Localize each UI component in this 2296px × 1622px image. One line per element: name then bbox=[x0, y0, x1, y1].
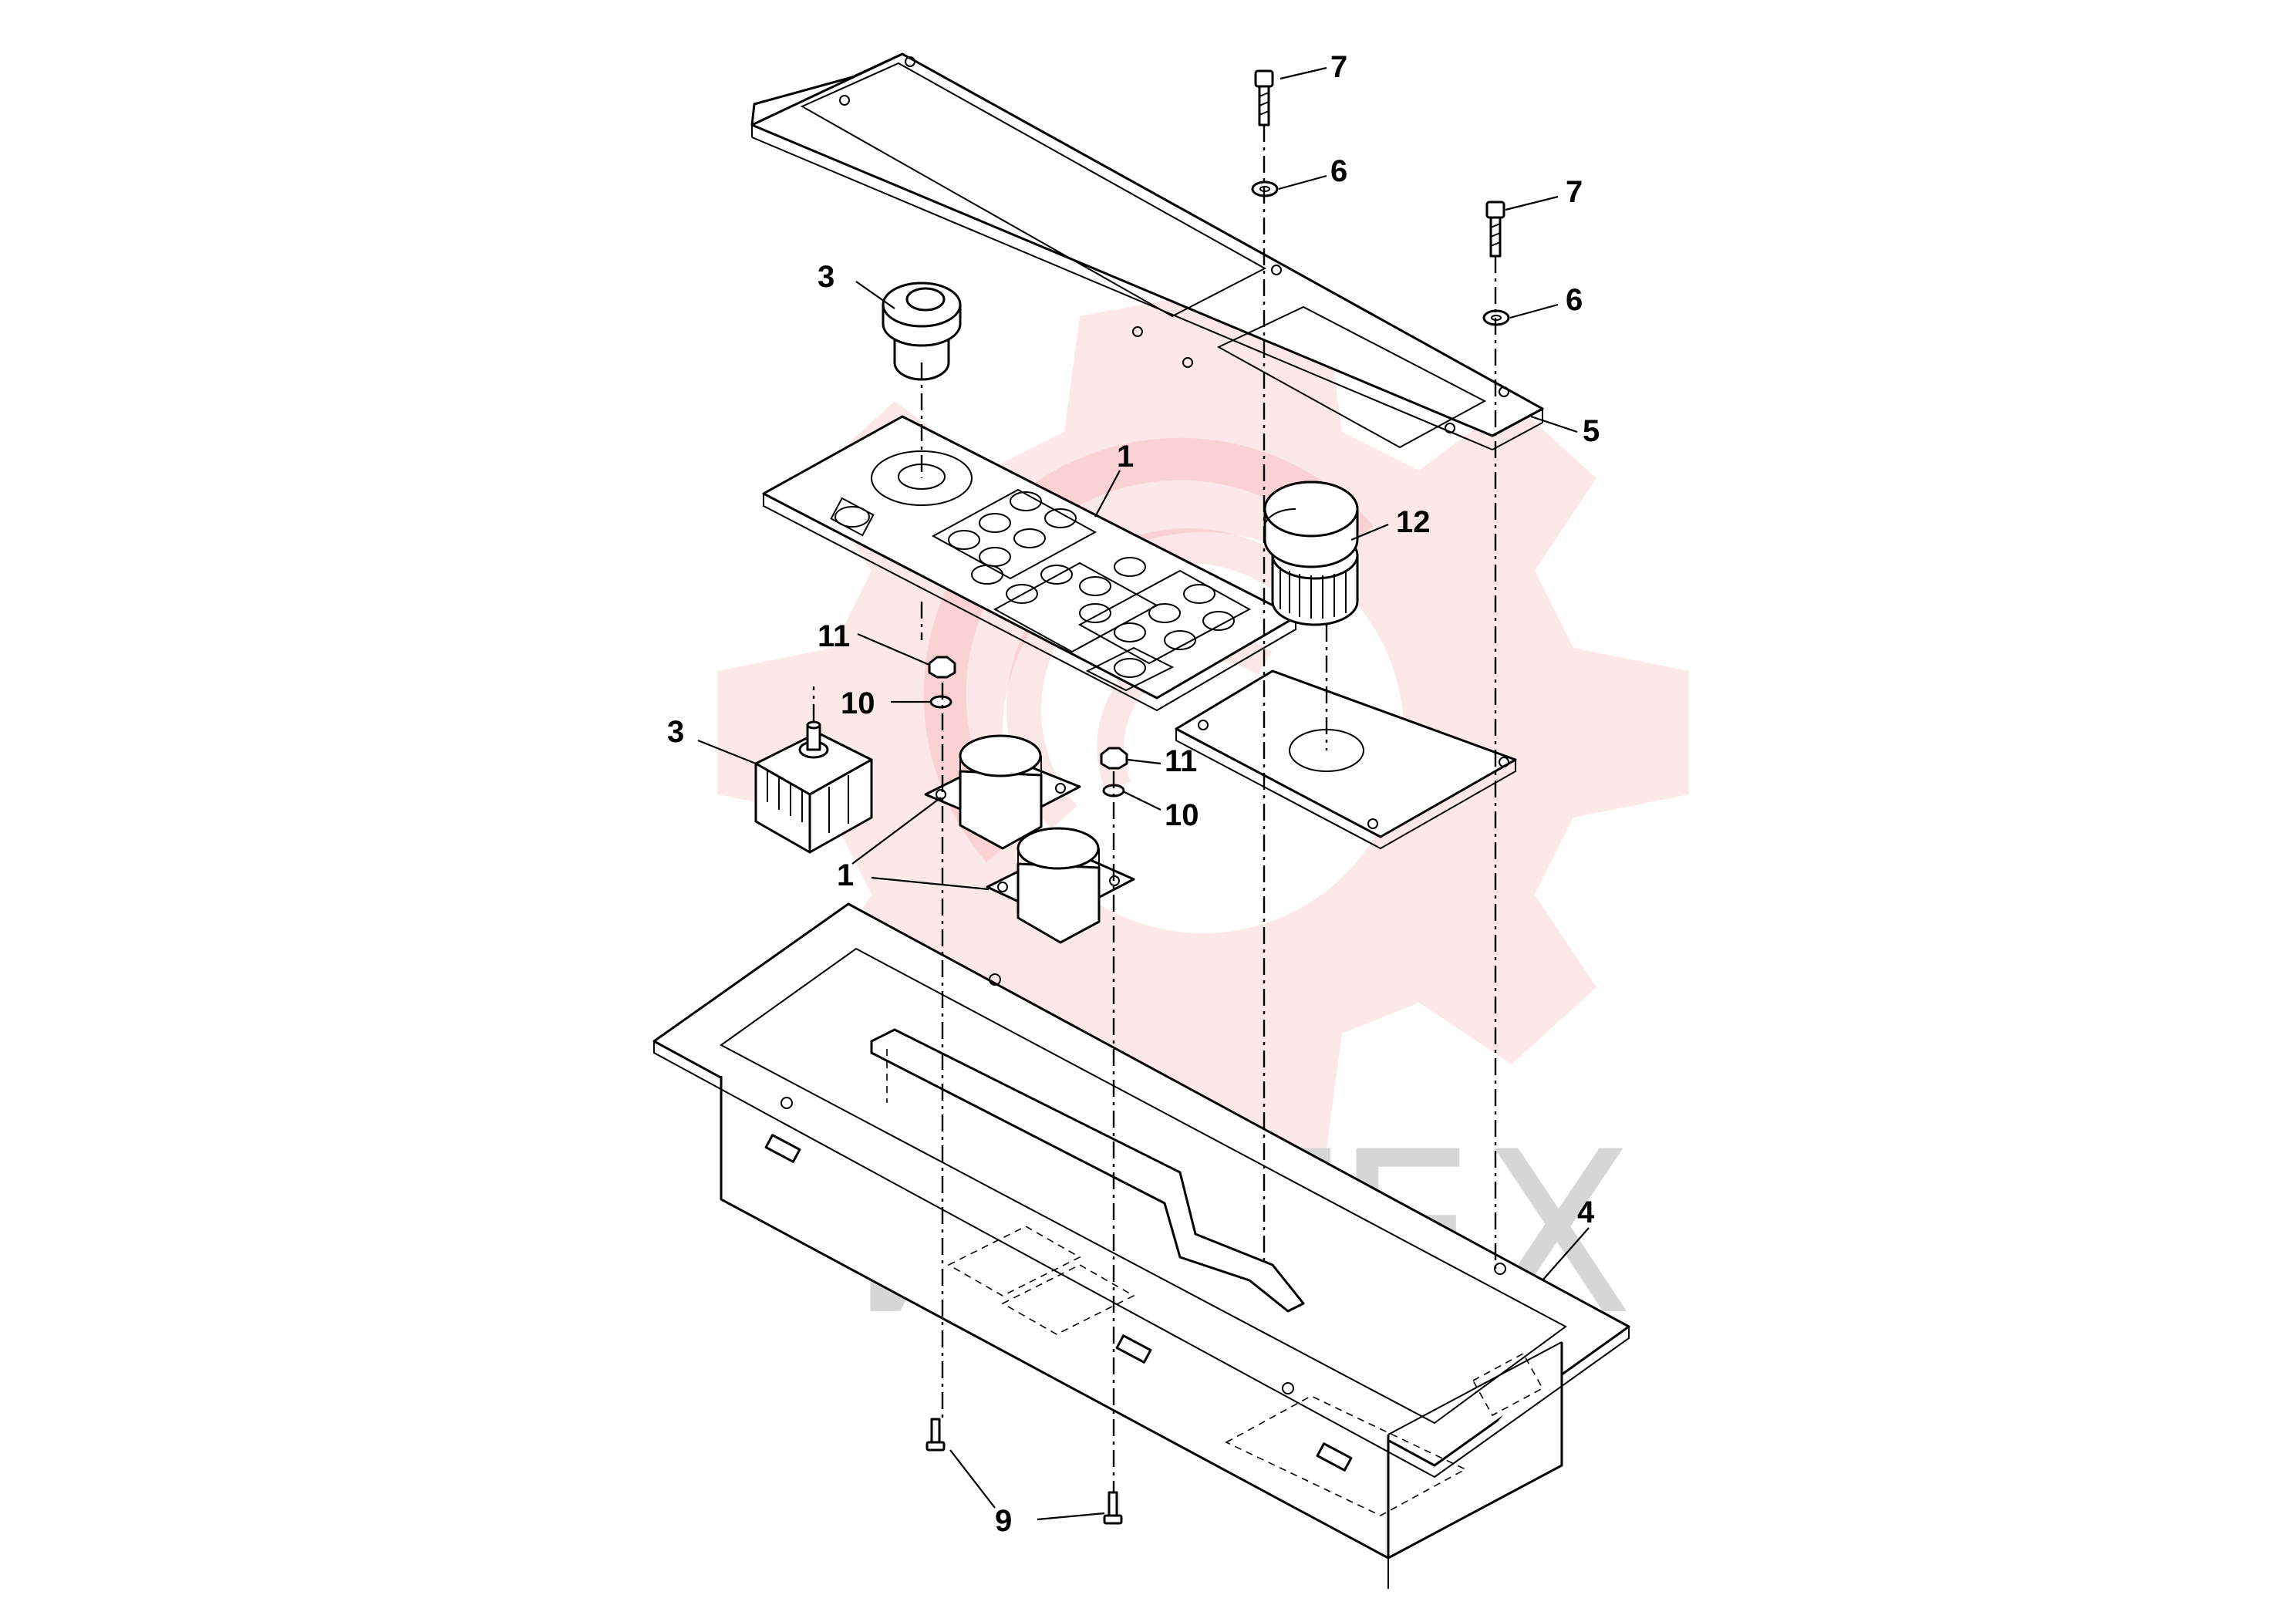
callouts: 7 6 7 6 3 5 1 12 11 10 3 11 10 1 4 9 bbox=[667, 50, 1600, 1538]
callout-5: 5 bbox=[1583, 414, 1600, 448]
housing-part-4 bbox=[652, 902, 1630, 1589]
screw-9-left bbox=[925, 1418, 946, 1452]
callout-7-right: 7 bbox=[1566, 175, 1583, 209]
washer-10-left bbox=[929, 695, 952, 709]
nut-11-left bbox=[928, 656, 956, 679]
callout-6-upper: 6 bbox=[1330, 154, 1347, 188]
callout-9: 9 bbox=[995, 1504, 1012, 1538]
callout-6-right: 6 bbox=[1566, 283, 1583, 317]
callout-1-keypad: 1 bbox=[1117, 440, 1134, 474]
callout-1-connector: 1 bbox=[837, 858, 854, 892]
screw-7-right bbox=[1485, 201, 1505, 258]
callout-10-left: 10 bbox=[841, 686, 875, 720]
callout-11-right: 11 bbox=[1165, 744, 1197, 778]
connector-a-part-1 bbox=[924, 734, 1081, 850]
callout-10-right: 10 bbox=[1165, 798, 1199, 832]
callout-7-upper: 7 bbox=[1330, 50, 1347, 84]
nut-11-right bbox=[1100, 747, 1128, 770]
top-frame-part-5 bbox=[750, 52, 1544, 450]
keypad-panel-part-1 bbox=[762, 415, 1297, 712]
mushroom-button-part-3 bbox=[882, 282, 962, 381]
leader-lines bbox=[697, 66, 1590, 1521]
callout-12: 12 bbox=[1396, 505, 1431, 539]
connector-b-part-1 bbox=[986, 827, 1135, 944]
callout-3-switch: 3 bbox=[667, 715, 684, 749]
callout-3-mushroom: 3 bbox=[818, 260, 834, 294]
keypad-buttons bbox=[830, 488, 1252, 692]
screw-7-upper bbox=[1254, 69, 1274, 126]
screw-9-right bbox=[1103, 1491, 1123, 1525]
alignment-lines bbox=[812, 125, 1497, 1492]
callout-4: 4 bbox=[1577, 1195, 1595, 1229]
switch-block-part-3 bbox=[754, 720, 873, 854]
callout-11-left: 11 bbox=[818, 619, 850, 653]
mounting-plate bbox=[1175, 669, 1517, 850]
rotary-knob-part-12 bbox=[1263, 481, 1359, 626]
